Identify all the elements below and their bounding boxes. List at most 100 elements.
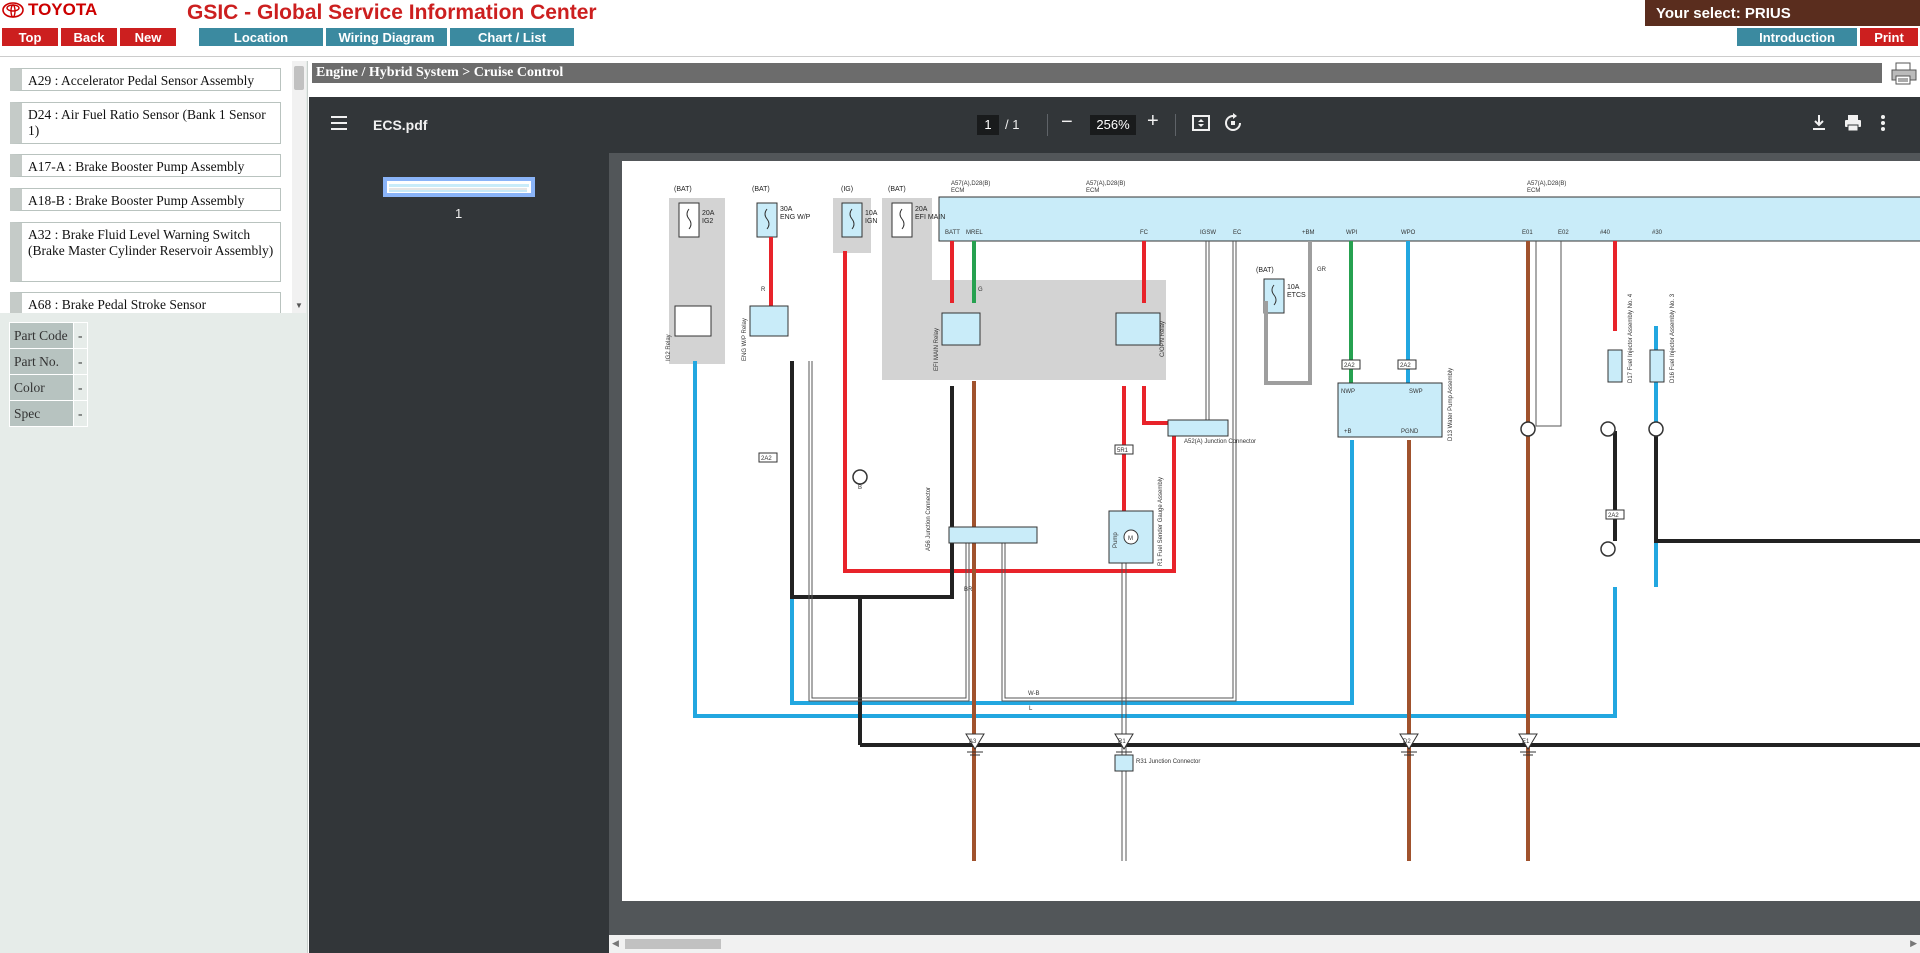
fuse-source-label: (BAT) xyxy=(752,186,770,193)
ecm-label: ECM xyxy=(951,188,964,194)
print-button[interactable]: Print xyxy=(1860,28,1918,46)
print-icon[interactable] xyxy=(1843,113,1863,138)
fuse-icon xyxy=(841,202,863,238)
relay-icon xyxy=(941,312,981,346)
water-pump-label: D13 Water Pump Assembly xyxy=(1448,368,1454,441)
header-divider xyxy=(0,56,1920,57)
ecm-connector-label: A57(A),D28(B) xyxy=(1527,181,1566,187)
motor-label: M xyxy=(1128,536,1133,542)
back-button[interactable]: Back xyxy=(61,28,117,46)
rotate-icon[interactable] xyxy=(1223,113,1243,138)
your-select-badge: Your select: PRIUS xyxy=(1645,0,1920,26)
ecm-pin-label: IGSW xyxy=(1200,230,1216,236)
fuse-icon xyxy=(891,202,913,238)
table-row: Color- xyxy=(9,374,88,401)
top-button[interactable]: Top xyxy=(2,28,58,46)
list-scrollbar[interactable]: ▼ xyxy=(292,61,306,313)
spec-label: Part Code xyxy=(9,322,74,349)
wiring-diagram-button[interactable]: Wiring Diagram xyxy=(326,28,447,46)
ground-icon xyxy=(1114,733,1134,756)
page-total: / 1 xyxy=(1005,117,1020,132)
ground-label: D2 xyxy=(1403,739,1411,745)
connector-tag xyxy=(758,452,778,463)
horizontal-scroll-thumb[interactable] xyxy=(625,939,721,949)
junction-label: A56 Junction Connector xyxy=(926,487,932,551)
spec-label: Spec xyxy=(9,400,74,427)
page-thumbnail[interactable] xyxy=(383,177,535,197)
list-item[interactable]: A68 : Brake Pedal Stroke Sensor xyxy=(10,292,281,313)
chart-list-button[interactable]: Chart / List xyxy=(450,28,574,46)
new-button[interactable]: New xyxy=(120,28,176,46)
spec-value: - xyxy=(73,374,88,401)
list-item[interactable]: A29 : Accelerator Pedal Sensor Assembly xyxy=(10,68,281,91)
scroll-right-arrow-icon[interactable]: ▶ xyxy=(1910,938,1917,948)
injector-label: D17 Fuel Injector Assembly No. 4 xyxy=(1628,293,1634,383)
connector-tag-label: 2A2 xyxy=(1400,363,1411,369)
location-button[interactable]: Location xyxy=(199,28,323,46)
component-list[interactable]: A29 : Accelerator Pedal Sensor Assembly … xyxy=(0,61,306,313)
wire-color-label: GR xyxy=(1317,267,1327,273)
ecm-pin-label: #30 xyxy=(1652,230,1663,236)
spec-label: Part No. xyxy=(9,348,74,375)
ecm-pin-label: WPO xyxy=(1401,230,1416,236)
fuse-rating-label: 20A xyxy=(915,206,928,213)
connector-tag-label: 2A2 xyxy=(1608,513,1619,519)
pdf-page[interactable]: (BAT) 20A IG2 (BAT) 30A ENG W/P (IG) 10A… xyxy=(622,161,1920,901)
fit-page-icon[interactable] xyxy=(1191,113,1211,138)
menu-icon[interactable] xyxy=(331,115,349,136)
ecm-pin-label: FC xyxy=(1140,230,1149,236)
fuse-name-label: IG2 xyxy=(702,218,713,225)
relay-label: EFI MAIN Relay xyxy=(934,328,940,371)
splice-point xyxy=(1600,421,1616,437)
scroll-down-arrow-icon[interactable]: ▼ xyxy=(295,301,303,310)
ecm-pin-label: EC xyxy=(1233,230,1242,236)
fuse-source-label: (BAT) xyxy=(1256,267,1274,274)
injector-label: D16 Fuel Injector Assembly No. 3 xyxy=(1670,293,1676,383)
spec-table: Part Code- Part No.- Color- Spec- xyxy=(9,322,88,427)
connector-tag xyxy=(1341,359,1361,370)
junction-connector-icon xyxy=(1114,754,1134,772)
thumbnail-pane: 1 xyxy=(309,153,609,953)
relay-label: C/OPN Relay xyxy=(1160,321,1166,357)
relay-icon xyxy=(674,305,712,337)
breadcrumb: Engine / Hybrid System > Cruise Control xyxy=(312,63,1882,83)
water-pump-pin: PGND xyxy=(1401,429,1419,435)
pdf-viewer: ECS.pdf 1 / 1 − 256% + 1 xyxy=(309,97,1920,953)
zoom-in-icon[interactable]: + xyxy=(1147,110,1159,132)
fuse-rating-label: 20A xyxy=(702,210,715,217)
introduction-button[interactable]: Introduction xyxy=(1737,28,1857,46)
horizontal-scrollbar[interactable]: ◀ ▶ xyxy=(609,935,1920,953)
ecm-pin-label: WPI xyxy=(1346,230,1358,236)
wire-color-label: L xyxy=(1029,706,1033,712)
zoom-out-icon[interactable]: − xyxy=(1061,111,1073,133)
connector-tag-label: 5R1 xyxy=(1117,448,1129,454)
connector-tag xyxy=(1397,359,1417,370)
connector-tag xyxy=(1114,444,1134,455)
list-scroll-thumb[interactable] xyxy=(294,66,304,90)
list-item[interactable]: D24 : Air Fuel Ratio Sensor (Bank 1 Sens… xyxy=(10,102,281,144)
download-icon[interactable] xyxy=(1809,113,1829,138)
ecm-pin-label: MREL xyxy=(966,230,983,236)
ecm-pin-label: E02 xyxy=(1558,230,1569,236)
list-item[interactable]: A32 : Brake Fluid Level Warning Switch (… xyxy=(10,222,281,282)
wire-color-label: B xyxy=(858,485,862,491)
list-item[interactable]: A18-B : Brake Booster Pump Assembly xyxy=(10,188,281,211)
spec-value: - xyxy=(73,400,88,427)
fuse-icon xyxy=(1263,278,1285,314)
zoom-level-input[interactable]: 256% xyxy=(1090,115,1136,135)
relay-icon xyxy=(1115,312,1161,346)
toolbar-divider xyxy=(1047,114,1048,136)
toyota-logo[interactable]: TOYOTA xyxy=(2,0,97,20)
scroll-left-arrow-icon[interactable]: ◀ xyxy=(612,938,619,948)
ecm-label: ECM xyxy=(1086,188,1099,194)
print-page-icon[interactable] xyxy=(1890,61,1918,85)
relay-icon xyxy=(749,305,789,337)
fuse-icon xyxy=(678,202,700,238)
more-options-icon[interactable] xyxy=(1879,113,1887,138)
pdf-toolbar: ECS.pdf 1 / 1 − 256% + xyxy=(309,97,1920,153)
page-number-input[interactable]: 1 xyxy=(977,115,999,135)
list-item[interactable]: A17-A : Brake Booster Pump Assembly xyxy=(10,154,281,177)
junction-label: R31 Junction Connector xyxy=(1136,759,1200,765)
wire-color-label: G xyxy=(978,287,983,293)
splice-point xyxy=(1600,541,1616,557)
